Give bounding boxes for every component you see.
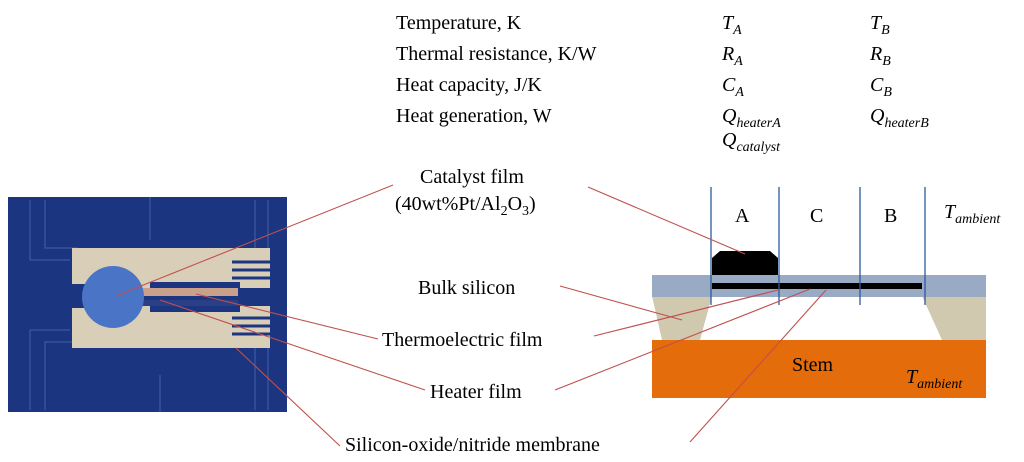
cross-section: Stem A C B Tambient Tambient (652, 187, 1001, 398)
legend-label-temperature: Temperature, K (396, 12, 522, 34)
bulk-silicon-left (652, 296, 712, 340)
catalyst-disc (82, 266, 144, 328)
label-heater-film: Heater film (430, 381, 522, 403)
ambient-temp-top: Tambient (944, 201, 1001, 227)
leader-membrane-section (689, 289, 827, 443)
legend-label-heat-capacity: Heat capacity, J/K (396, 74, 542, 96)
label-bulk-silicon: Bulk silicon (418, 277, 515, 299)
legend-table: Temperature, K Thermal resistance, K/W H… (396, 12, 929, 155)
bulk-silicon-right (922, 296, 986, 340)
zone-label-c: C (810, 205, 823, 227)
leader-thermoelectric-photo (195, 293, 379, 340)
symbol-r-b: RB (869, 43, 891, 69)
membrane-gap (140, 300, 238, 306)
symbol-q-heater-a: QheaterA (722, 105, 781, 131)
leader-heater-photo (159, 299, 426, 391)
sensor-photo (8, 197, 287, 412)
leader-catalyst-section (587, 186, 746, 255)
comb-electrodes (232, 260, 270, 336)
label-thermoelectric-film: Thermoelectric film (382, 329, 543, 351)
leader-catalyst-photo (115, 184, 394, 297)
legend-label-heat-generation: Heat generation, W (396, 105, 552, 127)
symbol-t-a: TA (722, 12, 742, 38)
symbol-q-catalyst: Qcatalyst (722, 129, 781, 155)
zone-label-b: B (884, 205, 897, 227)
label-catalyst-film: Catalyst film (420, 166, 524, 188)
film-layer (712, 283, 922, 289)
symbol-t-b: TB (870, 12, 890, 38)
leader-membrane-photo (235, 347, 341, 447)
label-membrane: Silicon-oxide/nitride membrane (345, 434, 600, 456)
symbol-c-b: CB (870, 74, 892, 100)
symbol-r-a: RA (721, 43, 743, 69)
leader-thermoelectric-section (593, 289, 779, 337)
callout-labels: Catalyst film (40wt%Pt/Al2O3) Bulk silic… (345, 166, 600, 456)
label-catalyst-composition: (40wt%Pt/Al2O3) (395, 193, 536, 219)
ambient-temp-stem: Tambient (906, 366, 963, 392)
catalyst-block (712, 251, 778, 275)
leader-bulk-silicon (559, 285, 683, 321)
symbol-c-a: CA (722, 74, 744, 100)
symbol-q-heater-b: QheaterB (870, 105, 929, 131)
leader-lines (115, 184, 827, 447)
stem-block (652, 340, 986, 398)
stem-label: Stem (792, 354, 834, 376)
thermoelectric-strip (140, 288, 238, 296)
legend-label-thermal-resistance: Thermal resistance, K/W (396, 43, 597, 65)
zone-label-a: A (735, 205, 750, 227)
leader-heater-section (554, 288, 811, 391)
